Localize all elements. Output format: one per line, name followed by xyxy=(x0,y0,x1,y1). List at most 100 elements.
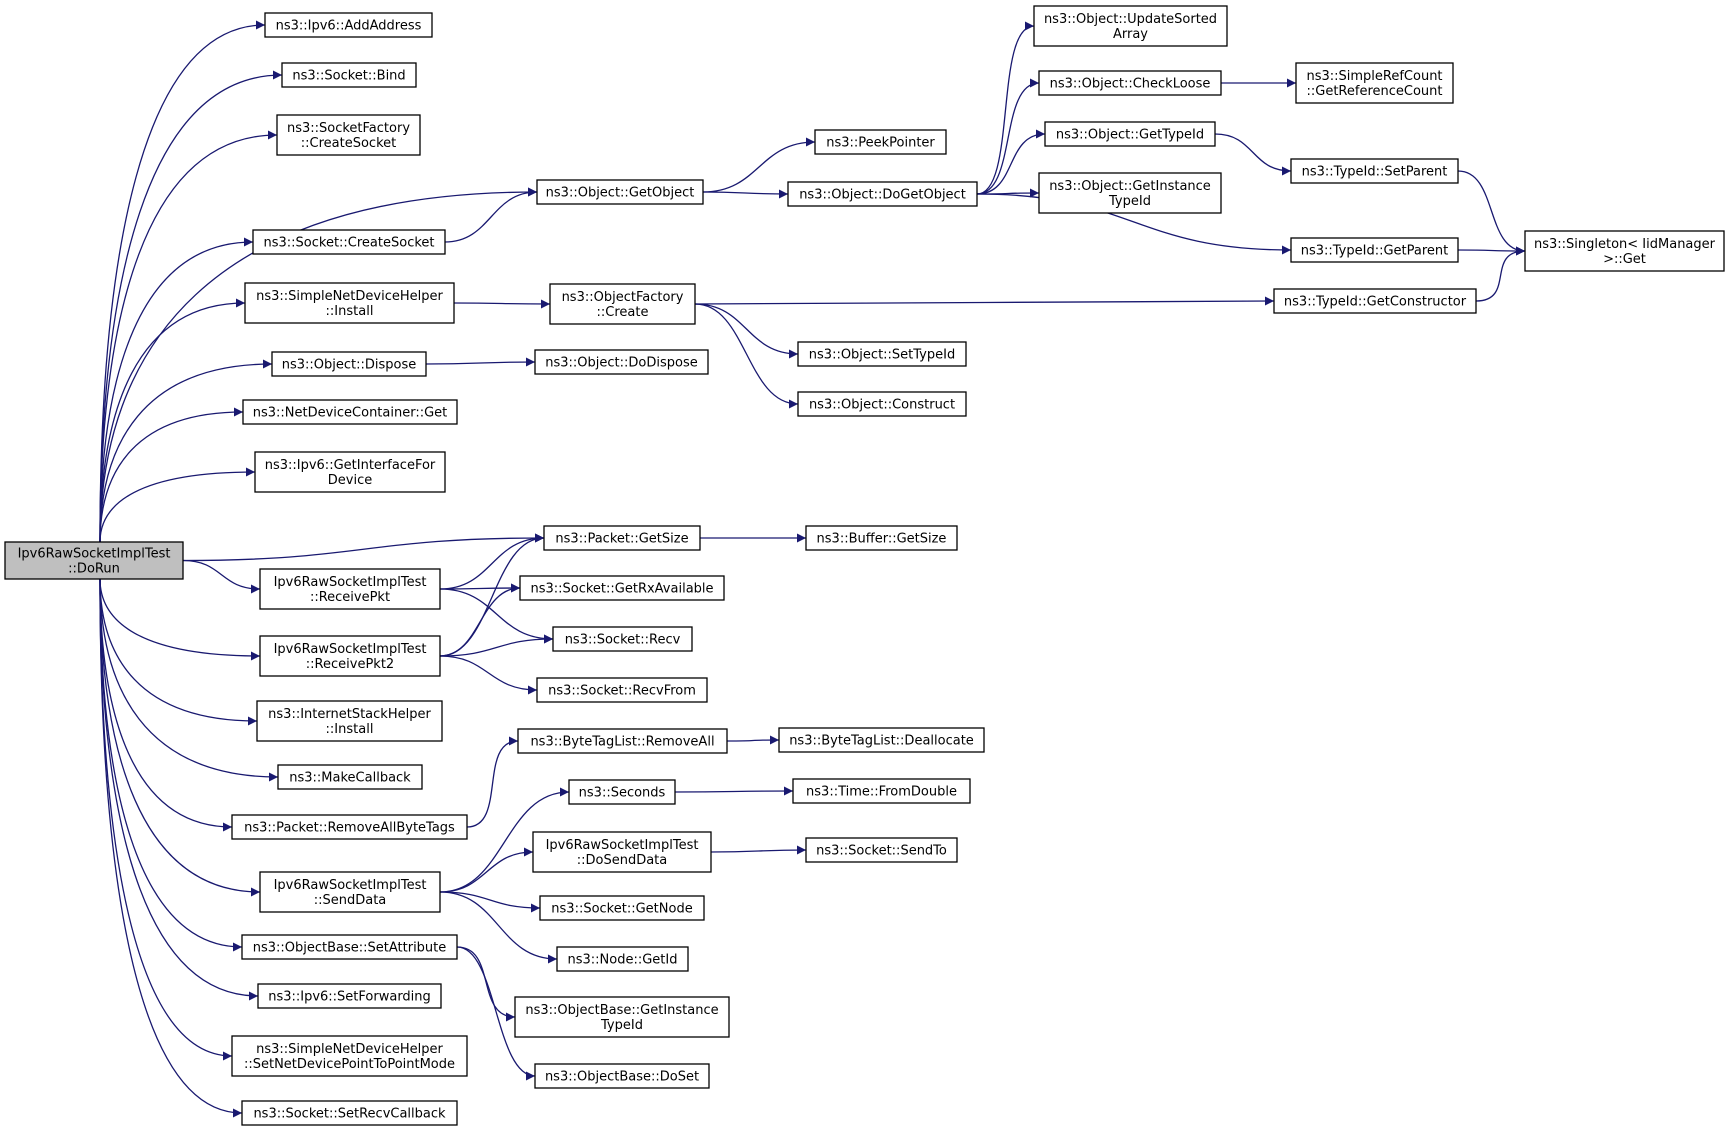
edge-arrow xyxy=(99,298,246,543)
node-box xyxy=(1524,230,1725,272)
node-label: ns3::Socket::Recv xyxy=(565,633,681,648)
node-btldealloc[interactable]: ns3::ByteTagList::Deallocate xyxy=(778,727,985,753)
node-label: ns3::Seconds xyxy=(579,786,666,801)
node-ipv6addaddr[interactable]: ns3::Ipv6::AddAddress xyxy=(264,12,433,38)
node-removeallbt[interactable]: ns3::Packet::RemoveAllByteTags xyxy=(231,814,468,840)
node-box xyxy=(241,934,458,960)
node-objgetobj[interactable]: ns3::Object::GetObject xyxy=(536,179,704,205)
edges xyxy=(99,20,1526,1118)
node-label: Ipv6RawSocketImplTest xyxy=(18,547,171,562)
node-box xyxy=(1038,172,1222,214)
node-box xyxy=(231,814,468,840)
edge-arrow xyxy=(99,237,254,543)
node-objdodispose[interactable]: ns3::Object::DoDispose xyxy=(534,349,709,375)
node-objsettid[interactable]: ns3::Object::SetTypeId xyxy=(797,341,967,367)
edge-recvpkt2-to-sockrecvfrom xyxy=(439,655,538,695)
node-root[interactable]: Ipv6RawSocketImplTest::DoRun xyxy=(4,541,184,580)
node-box xyxy=(805,525,958,551)
node-bufgetsize[interactable]: ns3::Buffer::GetSize xyxy=(805,525,958,551)
edge-objgetobj-to-peekptr xyxy=(702,137,816,193)
edge-root-to-objdispose xyxy=(99,359,273,543)
node-box xyxy=(517,728,728,754)
edge-arrow xyxy=(444,187,538,243)
node-sockrecv[interactable]: ns3::Socket::Recv xyxy=(552,626,693,652)
node-dosenddata[interactable]: Ipv6RawSocketImplTest::DoSendData xyxy=(532,831,712,873)
node-sockcreate[interactable]: ns3::Socket::CreateSocket xyxy=(252,229,446,255)
node-sndhsetp2p[interactable]: ns3::SimpleNetDeviceHelper::SetNetDevice… xyxy=(231,1035,468,1077)
edge-arrow xyxy=(99,20,266,543)
edge-arrow xyxy=(182,559,261,594)
node-box xyxy=(797,391,967,417)
edge-objdogetobj-to-tidgetparent xyxy=(976,193,1292,255)
node-objgettid[interactable]: ns3::Object::GetTypeId xyxy=(1044,121,1216,147)
node-tidgetparent[interactable]: ns3::TypeId::GetParent xyxy=(1290,237,1459,263)
node-label: ns3::Object::GetTypeId xyxy=(1056,128,1204,143)
node-obsetattr[interactable]: ns3::ObjectBase::SetAttribute xyxy=(241,934,458,960)
node-tidsetparent[interactable]: ns3::TypeId::SetParent xyxy=(1290,158,1459,184)
node-obdoset[interactable]: ns3::ObjectBase::DoSet xyxy=(534,1063,710,1089)
edge-senddata-to-sockgetnode xyxy=(439,891,541,913)
node-srcgetrefcnt[interactable]: ns3::SimpleRefCount::GetReferenceCount xyxy=(1295,62,1454,104)
node-box xyxy=(549,283,696,325)
node-box xyxy=(532,831,712,873)
node-tidgetctor[interactable]: ns3::TypeId::GetConstructor xyxy=(1273,288,1477,314)
node-senddata[interactable]: Ipv6RawSocketImplTest::SendData xyxy=(259,871,441,913)
edge-root-to-sockbind xyxy=(99,70,283,543)
node-label: ns3::TypeId::GetParent xyxy=(1301,244,1449,259)
node-ofcreate[interactable]: ns3::ObjectFactory::Create xyxy=(549,283,696,325)
node-ndcget[interactable]: ns3::NetDeviceContainer::Get xyxy=(242,399,458,425)
node-socksetrecvcb[interactable]: ns3::Socket::SetRecvCallback xyxy=(241,1100,458,1126)
node-recvpkt2[interactable]: Ipv6RawSocketImplTest::ReceivePkt2 xyxy=(259,635,441,677)
node-seconds[interactable]: ns3::Seconds xyxy=(568,779,676,805)
node-sockrecvfrom[interactable]: ns3::Socket::RecvFrom xyxy=(536,677,708,703)
node-box xyxy=(277,764,423,790)
edge-arrow xyxy=(674,786,794,796)
node-box xyxy=(259,635,441,677)
edge-arrow xyxy=(1475,246,1526,302)
node-sockbind[interactable]: ns3::Socket::Bind xyxy=(281,62,417,88)
edge-senddata-to-seconds xyxy=(439,787,570,893)
node-label: ns3::Object::SetTypeId xyxy=(809,348,955,363)
node-label: ns3::Object::DoGetObject xyxy=(799,188,966,203)
node-sndhinstall[interactable]: ns3::SimpleNetDeviceHelper::Install xyxy=(244,282,455,324)
node-objdispose[interactable]: ns3::Object::Dispose xyxy=(271,351,427,377)
edge-tidgetparent-to-singletonget xyxy=(1457,246,1526,256)
edge-arrow xyxy=(99,578,243,1118)
node-box xyxy=(1295,62,1454,104)
nodes: Ipv6RawSocketImplTest::DoRun ns3::Ipv6::A… xyxy=(4,5,1725,1126)
node-ipv6setfwd[interactable]: ns3::Ipv6::SetForwarding xyxy=(257,983,442,1009)
node-objconstruct[interactable]: ns3::Object::Construct xyxy=(797,391,967,417)
node-sockgetnode[interactable]: ns3::Socket::GetNode xyxy=(539,895,705,921)
edge-arrow xyxy=(439,891,541,913)
node-pktgetsize[interactable]: ns3::Packet::GetSize xyxy=(543,525,701,551)
node-nodegetid[interactable]: ns3::Node::GetId xyxy=(556,946,689,972)
node-makecb[interactable]: ns3::MakeCallback xyxy=(277,764,423,790)
node-btlremoveall[interactable]: ns3::ByteTagList::RemoveAll xyxy=(517,728,728,754)
edge-tidsetparent-to-singletonget xyxy=(1457,170,1526,256)
edge-arrow xyxy=(694,296,1275,306)
node-label: ::DoSendData xyxy=(577,853,668,868)
node-timefromdbl[interactable]: ns3::Time::FromDouble xyxy=(792,778,971,804)
node-objdogetobj[interactable]: ns3::Object::DoGetObject xyxy=(787,181,978,207)
node-sockrxavail[interactable]: ns3::Socket::GetRxAvailable xyxy=(519,575,725,601)
node-label: ns3::InternetStackHelper xyxy=(268,707,431,722)
edge-root-to-sndhinstall xyxy=(99,298,246,543)
node-recvpkt[interactable]: Ipv6RawSocketImplTest::ReceivePkt xyxy=(259,568,441,610)
node-label: TypeId xyxy=(600,1018,643,1033)
edge-senddata-to-nodegetid xyxy=(439,891,558,964)
node-ishinstall[interactable]: ns3::InternetStackHelper::Install xyxy=(256,700,443,742)
node-socksendto[interactable]: ns3::Socket::SendTo xyxy=(805,837,958,863)
node-label: ns3::Time::FromDouble xyxy=(806,785,957,800)
edge-arrow xyxy=(99,578,261,897)
node-singletonget[interactable]: ns3::Singleton< IidManager>::Get xyxy=(1524,230,1725,272)
node-box xyxy=(536,677,708,703)
node-peekptr[interactable]: ns3::PeekPointer xyxy=(814,129,947,155)
edge-arrow xyxy=(1457,170,1526,256)
node-objcheckloose[interactable]: ns3::Object::CheckLoose xyxy=(1038,70,1222,96)
node-sfcreate[interactable]: ns3::SocketFactory::CreateSocket xyxy=(276,114,421,156)
node-box xyxy=(519,575,725,601)
